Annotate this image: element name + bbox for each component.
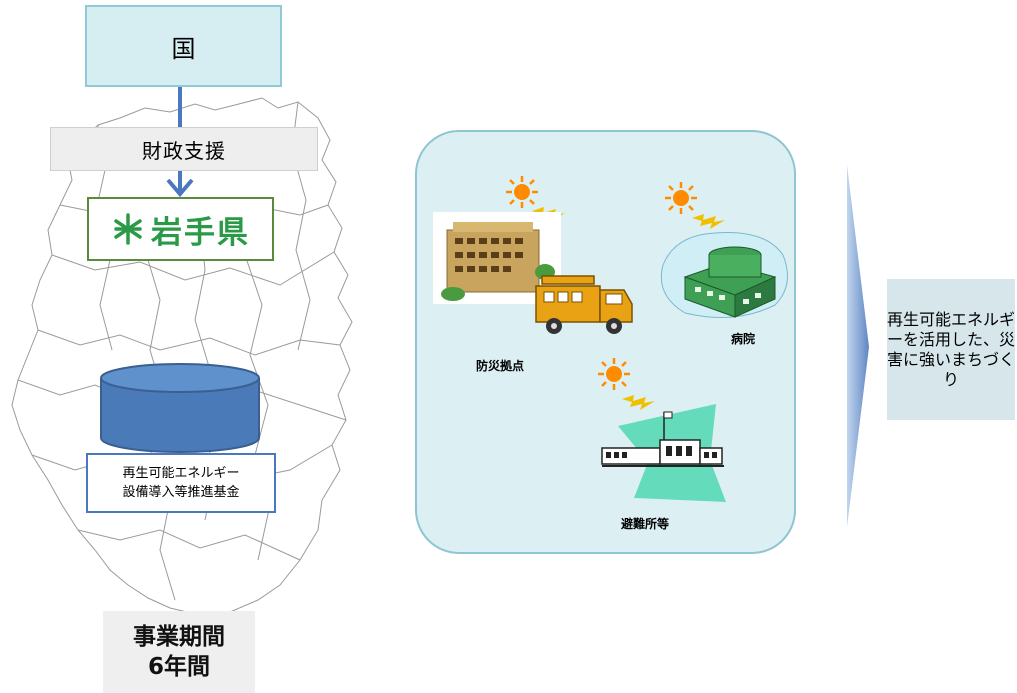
iwate-map-outline	[11, 97, 353, 616]
fund-label-line1: 再生可能エネルギー	[122, 466, 240, 481]
result-box: 再生可能エネルギーを活用した、災害に強いまちづくり	[887, 279, 1015, 420]
fund-cylinder-icon	[100, 363, 260, 453]
hospital-building-icon	[660, 231, 788, 318]
iwate-emblem-icon	[114, 213, 142, 245]
period-label-line1: 事業期間	[133, 624, 225, 650]
sun-icon	[506, 176, 538, 208]
disaster-base-building-icon	[433, 212, 561, 304]
financial-support-label: 財政支援	[142, 138, 226, 163]
fire-truck-icon	[535, 275, 633, 334]
fund-label-line2: 設備導入等推進基金	[122, 485, 240, 500]
disaster-base-label: 防災拠点	[476, 359, 525, 373]
iwate-prefecture-box: 岩手県	[87, 197, 274, 261]
kuni-box: 国	[85, 5, 282, 87]
project-period-box: 事業期間 6年間	[103, 611, 255, 693]
chevron-arrow	[847, 165, 869, 527]
sun-icon	[665, 182, 697, 214]
period-label-line2: 6年間	[147, 654, 210, 680]
financial-support-box: 財政支援	[50, 127, 318, 171]
facilities-panel	[415, 130, 796, 554]
lightning-icon	[692, 214, 725, 229]
evacuation-shelter-icon	[601, 404, 726, 502]
lightning-icon	[622, 395, 655, 410]
fund-box: 再生可能エネルギー 設備導入等推進基金	[86, 453, 276, 513]
result-text: 再生可能エネルギーを活用した、災害に強いまちづくり	[887, 309, 1016, 389]
sun-icon	[598, 358, 630, 390]
evacuation-shelter-label: 避難所等	[621, 517, 670, 531]
hospital-label: 病院	[731, 332, 756, 346]
kuni-label: 国	[171, 34, 196, 63]
iwate-label: 岩手県	[151, 214, 250, 251]
